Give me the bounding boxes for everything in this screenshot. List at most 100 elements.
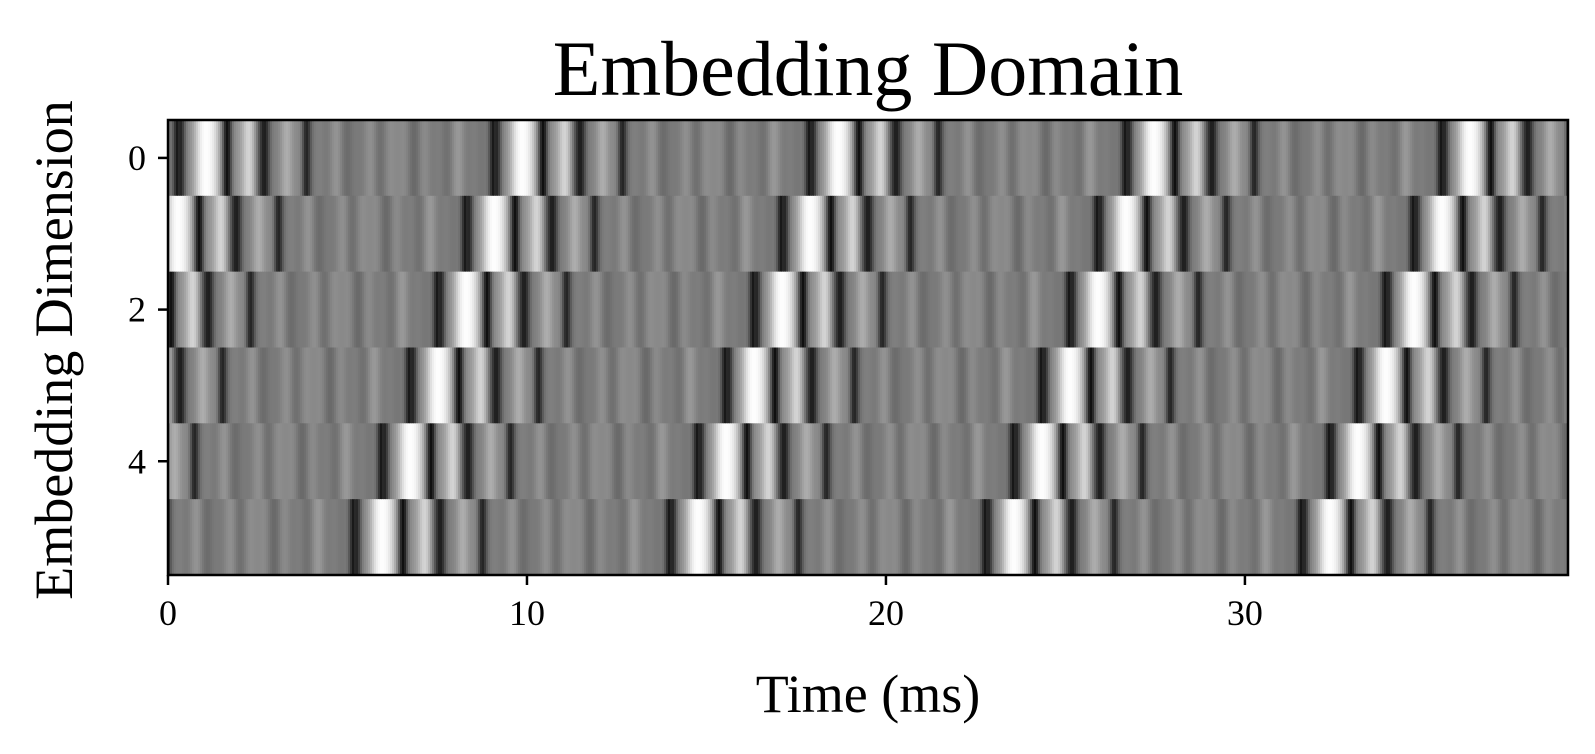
heatmap-cell: [238, 271, 241, 348]
heatmap-cell: [592, 347, 595, 424]
heatmap-cell: [492, 347, 495, 424]
heatmap-cell: [188, 347, 191, 424]
heatmap-cell: [224, 120, 227, 197]
heatmap-cell: [1554, 271, 1557, 348]
heatmap-cell: [182, 271, 185, 348]
heatmap-cell: [310, 347, 313, 424]
heatmap-cell: [1152, 347, 1155, 424]
heatmap-cell: [342, 423, 345, 500]
heatmap-cell: [230, 499, 233, 575]
heatmap-cell: [604, 499, 607, 575]
heatmap-cell: [676, 271, 679, 348]
heatmap-cell: [1178, 347, 1181, 424]
heatmap-cell: [882, 423, 885, 500]
heatmap-cell: [538, 347, 541, 424]
heatmap-cell: [834, 423, 837, 500]
heatmap-cell: [872, 195, 875, 273]
heatmap-cell: [558, 271, 561, 348]
heatmap-cell: [652, 347, 655, 424]
heatmap-cell: [278, 120, 281, 197]
heatmap-cell: [1486, 195, 1489, 273]
heatmap-cell: [700, 347, 703, 424]
heatmap-cell: [1186, 499, 1189, 575]
heatmap-cell: [1058, 195, 1061, 273]
heatmap-cell: [1512, 347, 1515, 424]
heatmap-cell: [1000, 347, 1003, 424]
heatmap-cell: [1440, 195, 1443, 273]
heatmap-cell: [674, 499, 677, 575]
heatmap-cell: [934, 499, 937, 575]
heatmap-cell: [540, 271, 543, 348]
heatmap-cell: [592, 423, 595, 500]
heatmap-cell: [1556, 195, 1559, 273]
heatmap-cell: [1562, 347, 1565, 424]
heatmap-cell: [1486, 347, 1489, 424]
heatmap-cell: [192, 347, 195, 424]
heatmap-cell: [736, 195, 739, 273]
heatmap-cell: [422, 271, 425, 348]
heatmap-cell: [286, 271, 289, 348]
heatmap-cell: [650, 195, 653, 273]
heatmap-cell: [184, 499, 187, 575]
heatmap-cell: [916, 347, 919, 424]
heatmap-cell: [1514, 195, 1517, 273]
heatmap-cell: [566, 499, 569, 575]
heatmap-cell: [1164, 271, 1167, 348]
heatmap-cell: [326, 347, 329, 424]
heatmap-cell: [968, 423, 971, 500]
heatmap-cell: [1014, 347, 1017, 424]
heatmap-cell: [736, 120, 739, 197]
heatmap-cell: [912, 499, 915, 575]
heatmap-cell: [624, 347, 627, 424]
heatmap-cell: [386, 271, 389, 348]
heatmap-cell: [814, 195, 817, 273]
heatmap-cell: [346, 423, 349, 500]
heatmap-cell: [688, 271, 691, 348]
heatmap-cell: [1210, 271, 1213, 348]
heatmap-cell: [890, 195, 893, 273]
heatmap-cell: [1232, 271, 1235, 348]
heatmap-cell: [1260, 347, 1263, 424]
heatmap-cell: [846, 271, 849, 348]
heatmap-cell: [1484, 271, 1487, 348]
heatmap-cell: [1388, 271, 1391, 348]
heatmap-cell: [1556, 347, 1559, 424]
heatmap-cell: [444, 271, 447, 348]
heatmap-cell: [1048, 271, 1051, 348]
heatmap-cell: [566, 271, 569, 348]
heatmap-cell: [248, 423, 251, 500]
heatmap-cell: [424, 499, 427, 575]
heatmap-cell: [1178, 499, 1181, 575]
heatmap-cell: [384, 499, 387, 575]
heatmap-cell: [1502, 120, 1505, 197]
heatmap-cell: [690, 195, 693, 273]
heatmap-cell: [1408, 423, 1411, 500]
heatmap-cell: [784, 271, 787, 348]
heatmap-cell: [706, 347, 709, 424]
heatmap-cell: [1338, 120, 1341, 197]
heatmap-cell: [1564, 271, 1567, 348]
heatmap-cell: [562, 423, 565, 500]
heatmap-cell: [434, 271, 437, 348]
heatmap-cell: [810, 499, 813, 575]
heatmap-cell: [1044, 347, 1047, 424]
heatmap-cell: [768, 423, 771, 500]
heatmap-cell: [370, 347, 373, 424]
heatmap-cell: [1424, 271, 1427, 348]
heatmap-cell: [500, 120, 503, 197]
heatmap-cell: [272, 499, 275, 575]
heatmap-cell: [998, 271, 1001, 348]
heatmap-cell: [242, 271, 245, 348]
heatmap-cell: [876, 195, 879, 273]
heatmap-cell: [532, 271, 535, 348]
heatmap-cell: [900, 423, 903, 500]
heatmap-cell: [362, 120, 365, 197]
heatmap-cell: [638, 423, 641, 500]
heatmap-cell: [1418, 195, 1421, 273]
heatmap-cell: [664, 195, 667, 273]
heatmap-cell: [1068, 423, 1071, 500]
heatmap-cell: [230, 423, 233, 500]
heatmap-cell: [1188, 499, 1191, 575]
heatmap-cell: [1516, 499, 1519, 575]
heatmap-cell: [1068, 499, 1071, 575]
